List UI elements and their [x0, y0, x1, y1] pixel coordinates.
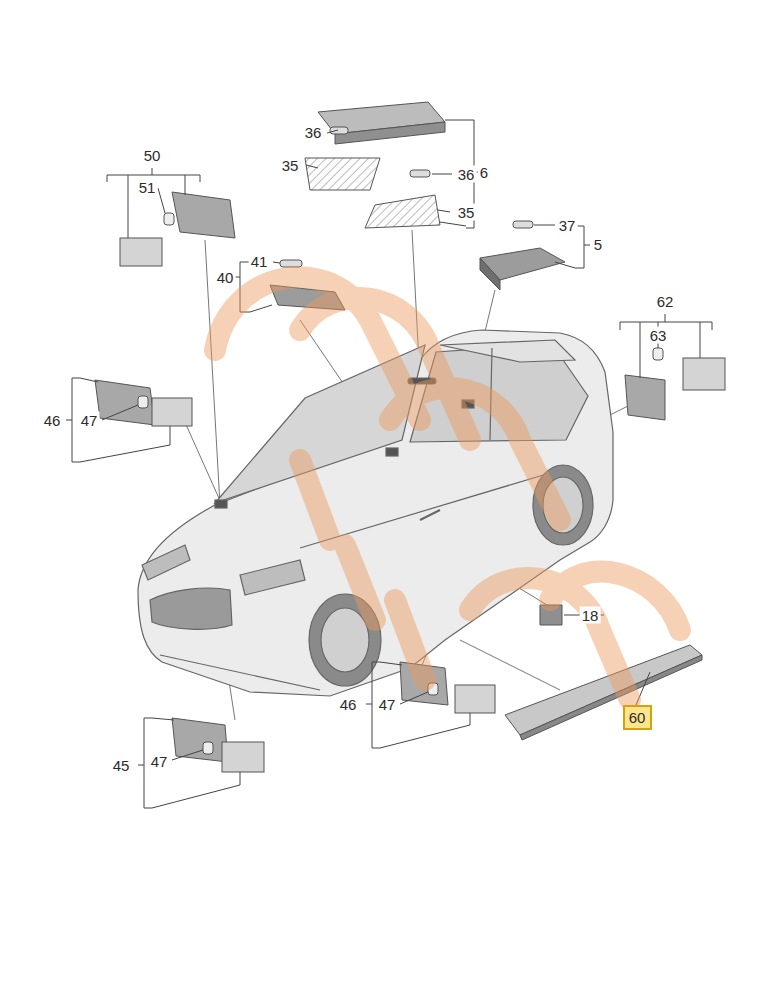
callout-number: 62: [655, 293, 676, 310]
brackets: [66, 120, 712, 808]
highlighted-callout-box: 60: [623, 705, 652, 730]
watermark: [215, 277, 680, 700]
callout-number: 60: [629, 709, 646, 726]
callout-number: 51: [137, 179, 158, 196]
callout-number: 47: [79, 412, 100, 429]
callout-number: 46: [42, 412, 63, 429]
callout-number: 35: [280, 157, 301, 174]
parts: [95, 102, 725, 772]
callout-number: 63: [648, 327, 669, 344]
callout-number: 36: [456, 166, 477, 183]
callout-number: 37: [557, 217, 578, 234]
callout-number: 36: [303, 124, 324, 141]
callout-number: 6: [478, 164, 490, 181]
callout-number: 47: [149, 753, 170, 770]
callout-number: 35: [456, 204, 477, 221]
car-body: [138, 330, 613, 696]
callout-number: 46: [338, 696, 359, 713]
callout-number: 45: [111, 757, 132, 774]
callout-number: 50: [142, 147, 163, 164]
callout-number: 47: [377, 696, 398, 713]
callout-number: 41: [249, 253, 270, 270]
callout-number: 18: [580, 607, 601, 624]
callout-number: 5: [592, 236, 604, 253]
callout-number: 40: [215, 269, 236, 286]
